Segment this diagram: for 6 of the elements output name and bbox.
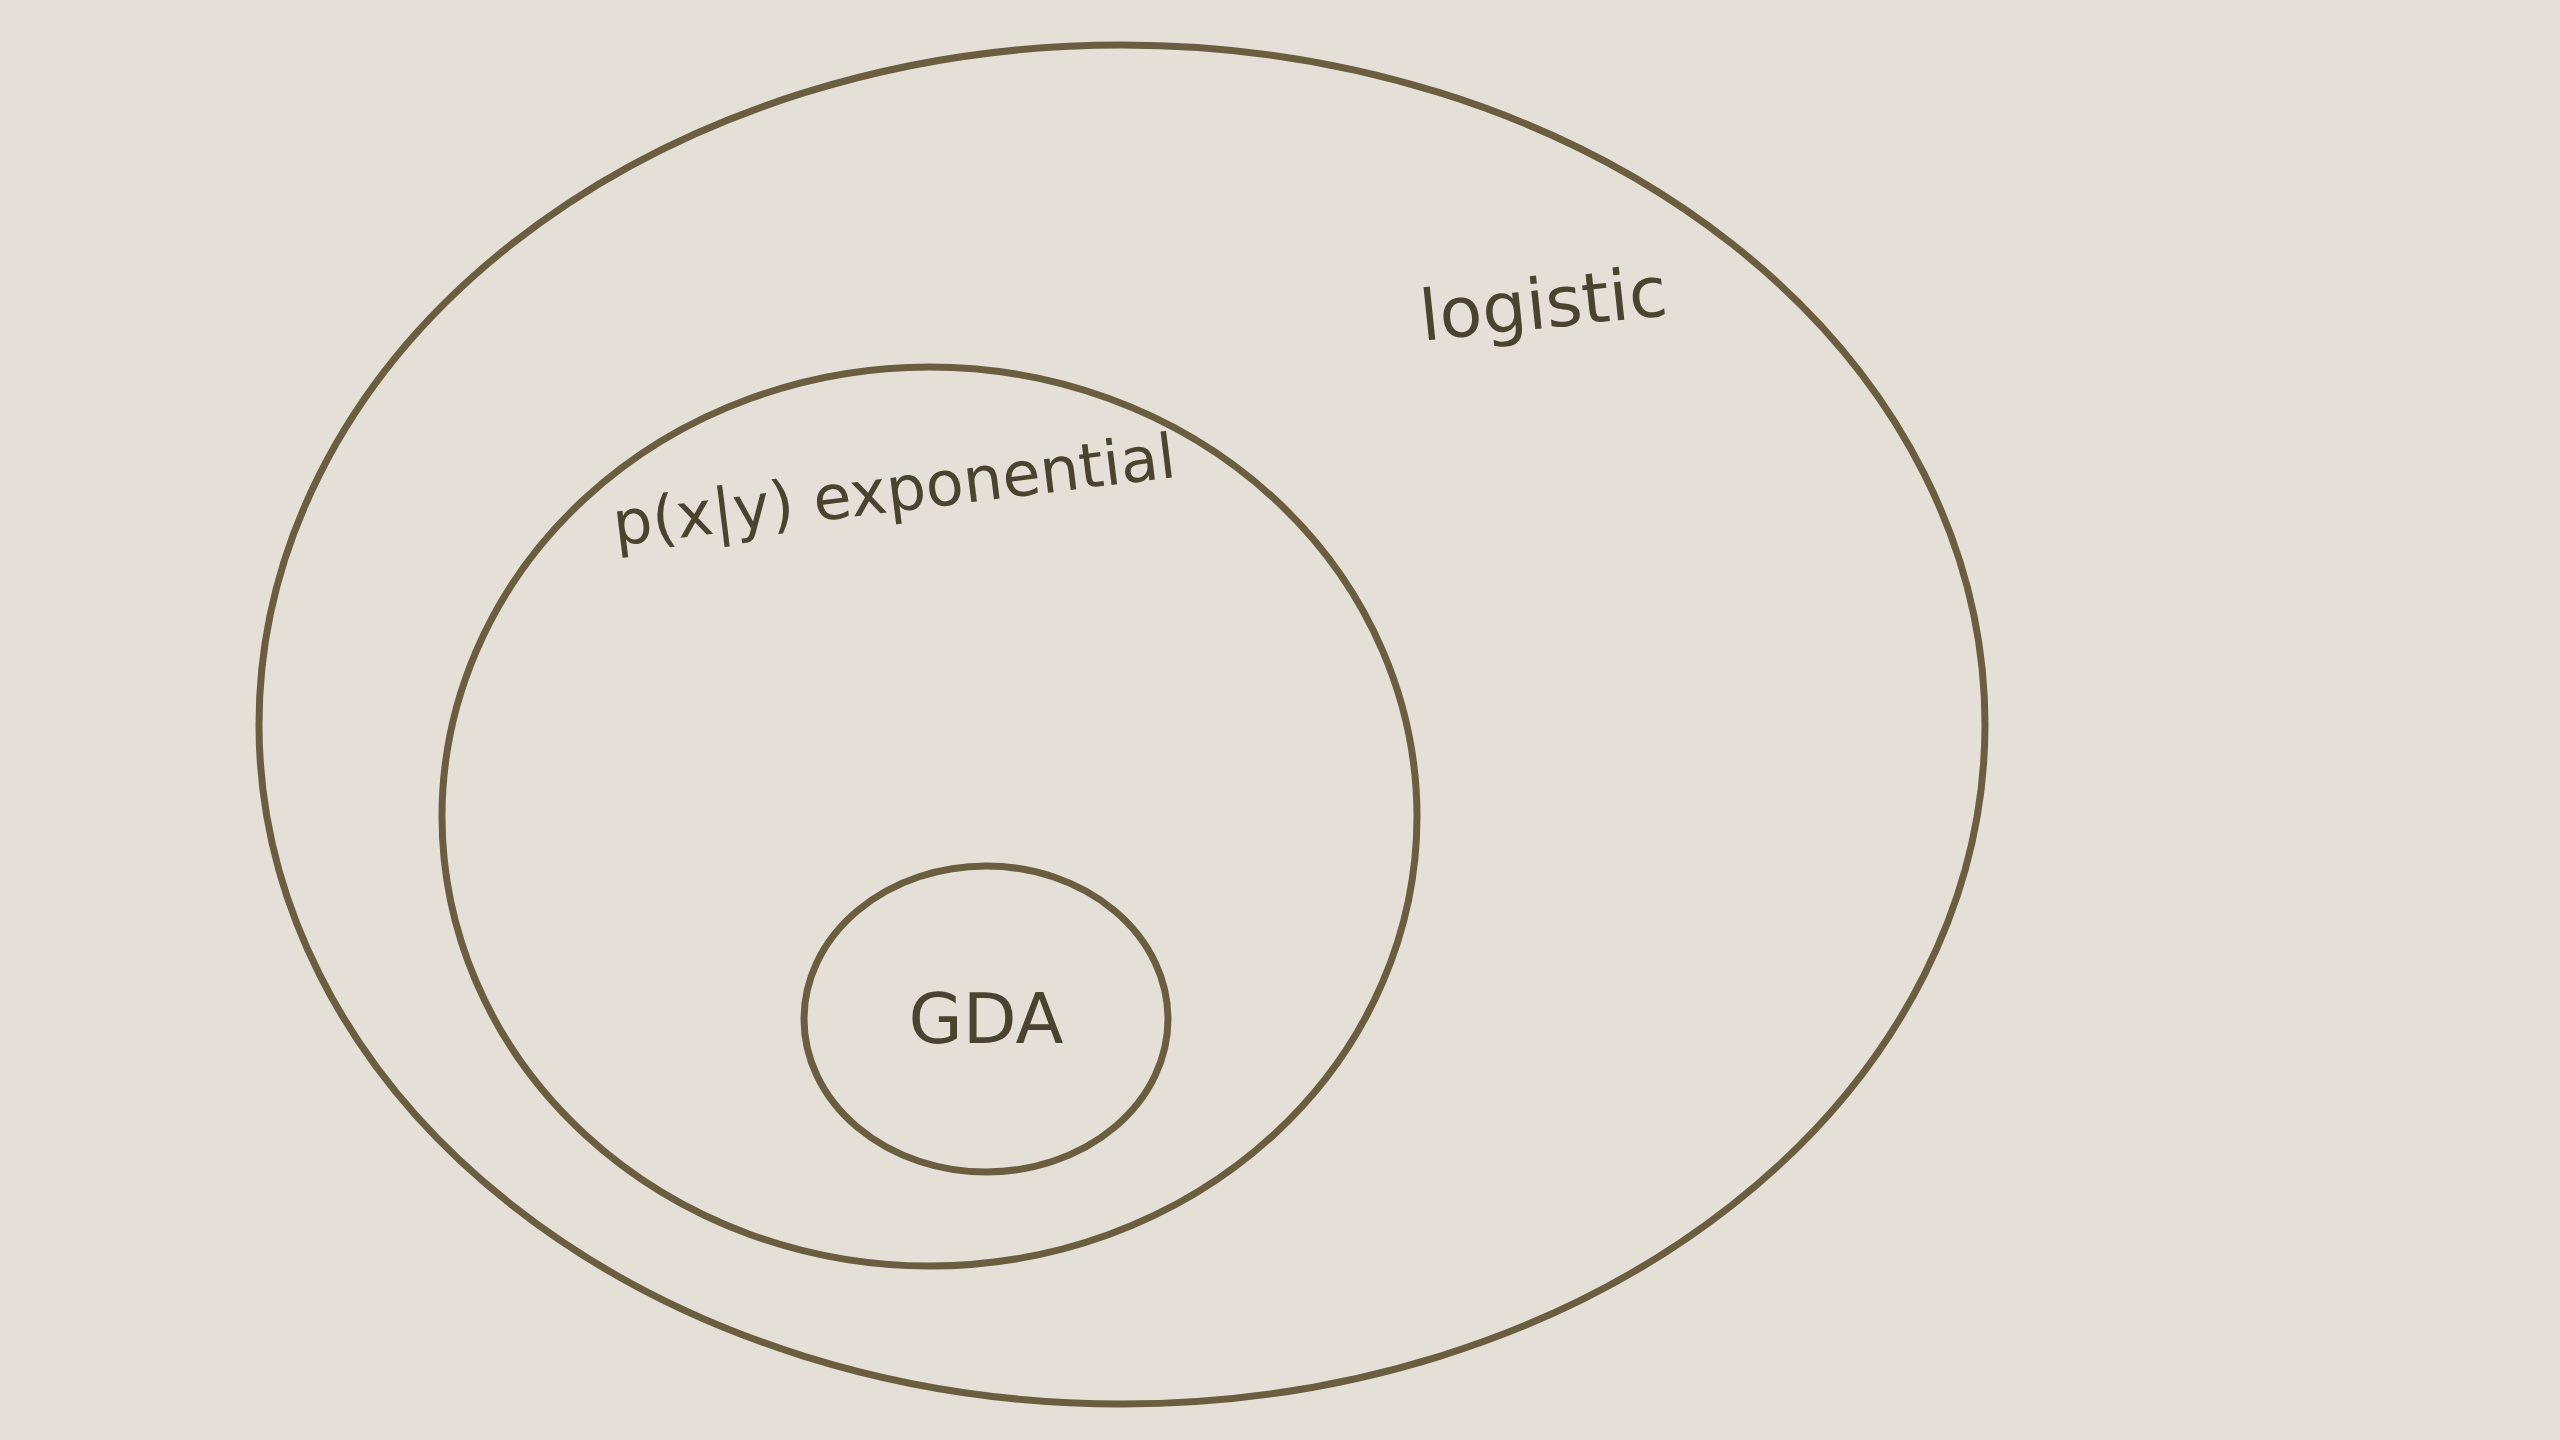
set-ellipse [438, 363, 1421, 1270]
set-label: GDA [908, 978, 1064, 1060]
set-label: p(x|y) exponential [608, 419, 1180, 561]
set-label: logistic [1415, 250, 1671, 358]
set-ellipse [800, 862, 1172, 1176]
set-ellipse [255, 41, 1989, 1408]
